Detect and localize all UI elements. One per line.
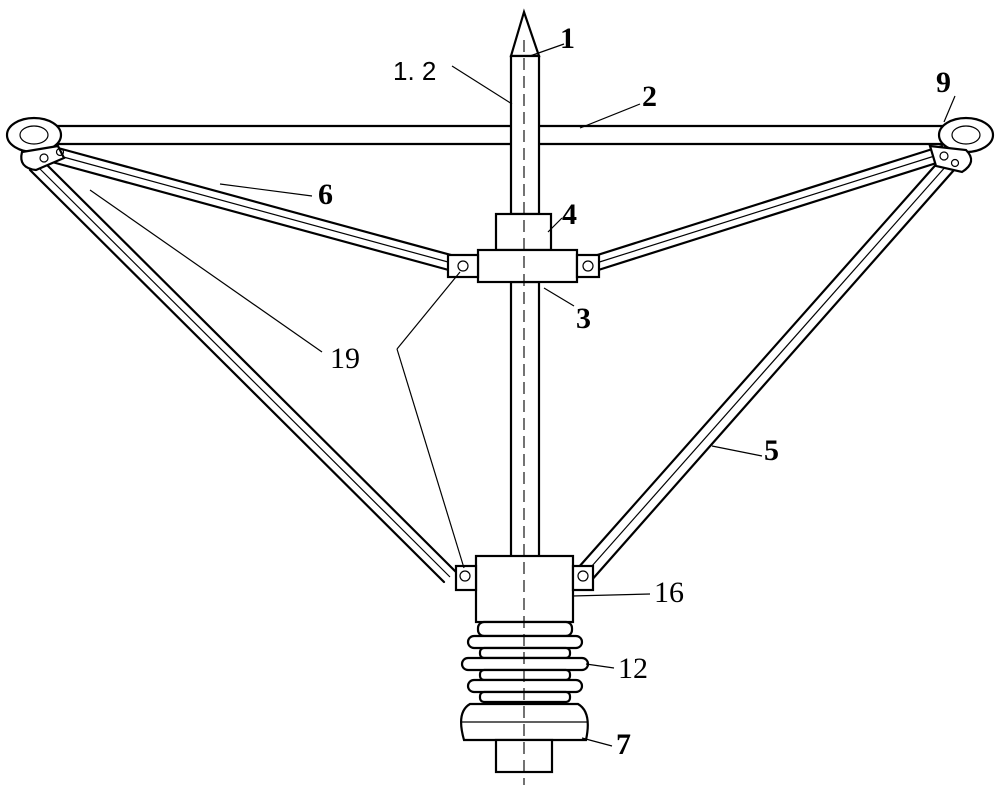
left-lower-strut [28, 160, 458, 584]
label-19: 19 [330, 342, 360, 375]
top-crossbar [38, 124, 962, 146]
right-lower-strut [576, 158, 956, 584]
label-9: 9 [936, 66, 951, 99]
label-1: 1 [560, 22, 575, 55]
left-end-lug [5, 116, 66, 172]
right-end-lug [928, 116, 995, 174]
label-16: 16 [654, 576, 684, 609]
rod-clamp [446, 248, 601, 284]
right-upper-strut [586, 144, 948, 274]
label-5: 5 [764, 434, 779, 467]
label-7: 7 [616, 728, 631, 761]
label-3: 3 [576, 302, 591, 335]
label-12: 12 [618, 652, 648, 685]
lightning-rod [509, 8, 541, 560]
label-6: 6 [318, 178, 333, 211]
label-2: 2 [642, 80, 657, 113]
left-upper-strut [50, 146, 464, 274]
leader-lines [89, 43, 956, 747]
label-4: 4 [562, 198, 577, 231]
label-1-2: 1. 2 [393, 56, 436, 86]
insulator-sheds [460, 620, 590, 704]
